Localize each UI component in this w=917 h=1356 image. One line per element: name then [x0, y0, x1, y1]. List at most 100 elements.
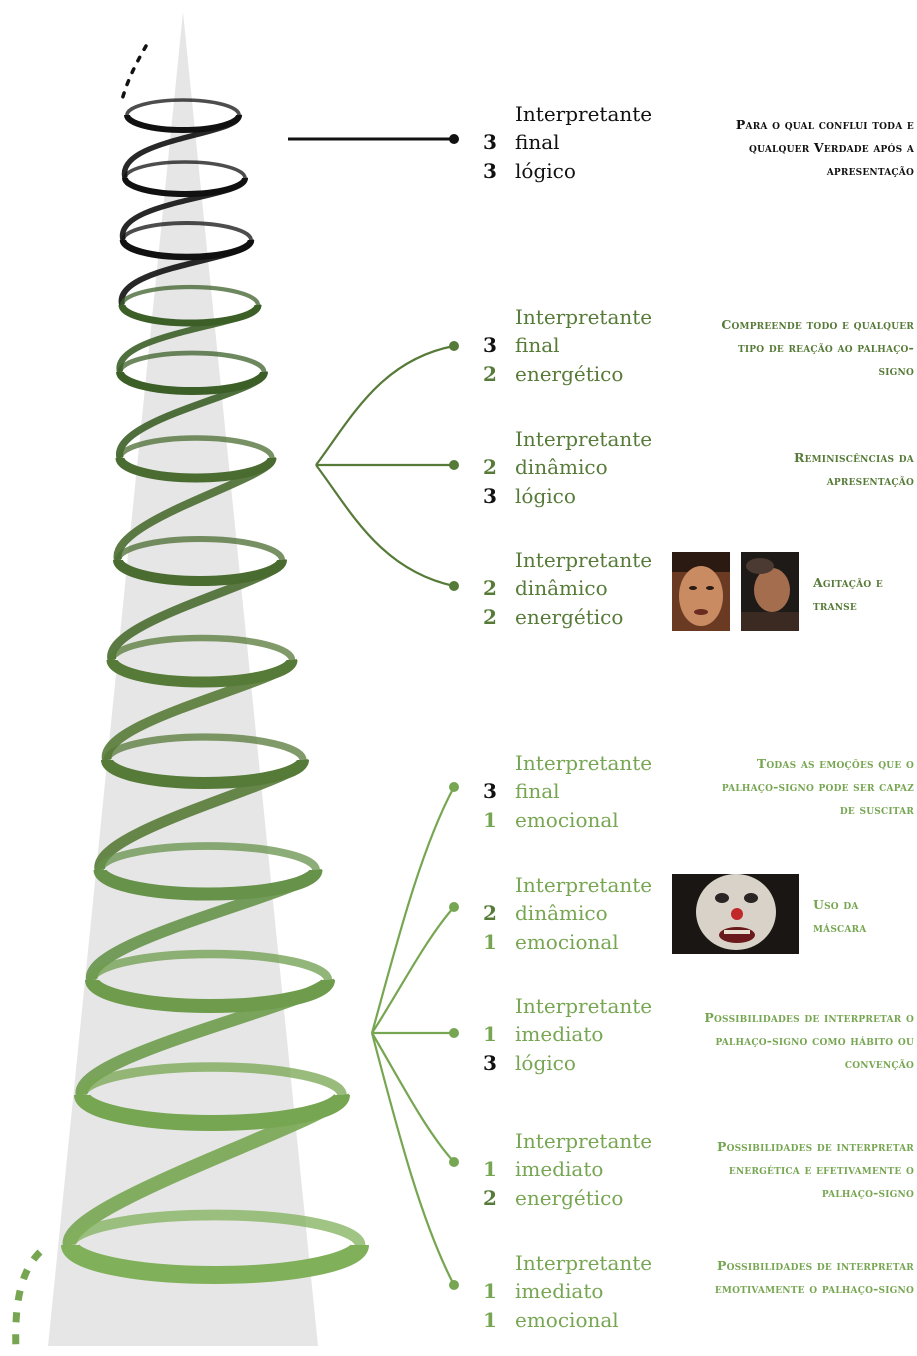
level-row: 2 dinâmico [483, 574, 608, 602]
level-label: imediato [515, 1279, 604, 1303]
spiral-ring-back [87, 949, 333, 981]
level-row: 1 imediato [483, 1155, 603, 1183]
photo-clown-mask [672, 874, 799, 954]
level-label: energético [515, 1186, 624, 1210]
level-number: 2 [483, 455, 497, 479]
level-row: 1 imediato [483, 1020, 603, 1048]
level-label: energético [515, 362, 624, 386]
spiral-link [116, 304, 262, 373]
level-heading: Interpretante [515, 102, 653, 126]
level-number: 1 [483, 1279, 497, 1303]
connector-top [288, 134, 459, 144]
level-number: 3 [483, 1051, 497, 1075]
level-label: imediato [515, 1157, 604, 1181]
photo-face-right [741, 552, 799, 631]
level-number: 2 [483, 901, 497, 925]
level-description: Todas as emoções que o palhaço-signo pod… [721, 756, 914, 817]
level-label: dinâmico [515, 901, 608, 925]
level-heading: Interpretante [515, 1129, 653, 1153]
spiral-link [86, 867, 322, 982]
level-row: 3 lógico [483, 1049, 576, 1077]
level-label: final [515, 130, 560, 154]
level-number: 1 [483, 808, 497, 832]
spiral-link [94, 758, 309, 872]
level-heading: Interpretante [515, 751, 653, 775]
level-row: 3 lógico [483, 482, 576, 510]
level-description: Possibilidades de interpretar emotivamen… [714, 1258, 914, 1296]
spiral-link [116, 370, 268, 459]
level-label: lógico [515, 159, 576, 183]
level-label: dinâmico [515, 576, 608, 600]
spiral [61, 98, 369, 1284]
level-label: imediato [515, 1022, 604, 1046]
spiral-ring-front [61, 1243, 369, 1284]
level-row: 1 emocional [483, 1306, 619, 1334]
level-label: final [515, 779, 560, 803]
photo-face-left [672, 552, 730, 631]
spiral-ring-back [115, 536, 285, 561]
spiral-ring-back [103, 733, 307, 761]
level-row: 1 emocional [483, 806, 619, 834]
level-description: Para o qual conflui toda e qualquer Verd… [735, 117, 914, 178]
spiral-link [113, 456, 276, 561]
level-description: Reminiscências da apresentação [793, 450, 914, 488]
spiral-ring-back [117, 435, 275, 459]
spiral-ring-back [119, 284, 261, 306]
spiral-ring-back [96, 842, 320, 871]
level-heading: Interpretante [515, 427, 653, 451]
connector-lower-dots [449, 782, 459, 1290]
spiral-ring-back [64, 1209, 366, 1246]
level-row: 3 final [483, 128, 560, 156]
spiral-link [102, 658, 297, 762]
level-row: 3 lógico [483, 157, 576, 185]
connector-middle-dots [449, 341, 459, 591]
level-number: 3 [483, 484, 497, 508]
spiral-link [122, 114, 242, 179]
level-description: Compreende todo e qualquer tipo de reaçã… [721, 317, 914, 378]
level-number: 2 [483, 605, 497, 629]
level-number: 2 [483, 576, 497, 600]
spiral-ring-back [117, 350, 267, 373]
level-row: 2 energético [483, 1184, 623, 1212]
spiral-ring-back [123, 160, 247, 179]
connector-middle [315, 344, 455, 588]
spiral-ring-back [125, 98, 241, 116]
level-description: Uso da máscara [813, 897, 867, 935]
level-heading: Interpretante [515, 994, 653, 1018]
level-row: 1 imediato [483, 1277, 603, 1305]
level-number: 1 [483, 1157, 497, 1181]
level-row: 2 energético [483, 360, 623, 388]
level-heading: Interpretante [515, 305, 653, 329]
level-number: 2 [483, 1186, 497, 1210]
level-number: 3 [483, 333, 497, 357]
level-label: emocional [515, 1308, 619, 1332]
level-description: Possibilidades de interpretar energética… [717, 1139, 914, 1200]
spiral-link [119, 239, 254, 306]
level-description: Agitação e transe [813, 575, 883, 613]
level-number: 1 [483, 1022, 497, 1046]
connector-lower [370, 786, 455, 1286]
spiral-ring-back [108, 634, 296, 661]
level-row: 2 dinâmico [483, 899, 608, 927]
level-heading: Interpretante [515, 548, 653, 572]
level-label: lógico [515, 1051, 576, 1075]
spiral-link [120, 177, 248, 241]
level-row: 2 energético [483, 603, 623, 631]
level-number: 1 [483, 1308, 497, 1332]
spiral-ring-back [77, 1062, 347, 1096]
spiral-link [62, 1092, 350, 1247]
level-number: 3 [483, 159, 497, 183]
level-label: emocional [515, 930, 619, 954]
level-number: 2 [483, 362, 497, 386]
level-label: emocional [515, 808, 619, 832]
level-label: lógico [515, 484, 576, 508]
level-heading: Interpretante [515, 1251, 653, 1275]
level-number: 3 [483, 130, 497, 154]
level-number: 1 [483, 930, 497, 954]
spiral-link [107, 558, 287, 662]
level-label: energético [515, 605, 624, 629]
spiral-continuation-bottom [12, 1249, 43, 1351]
